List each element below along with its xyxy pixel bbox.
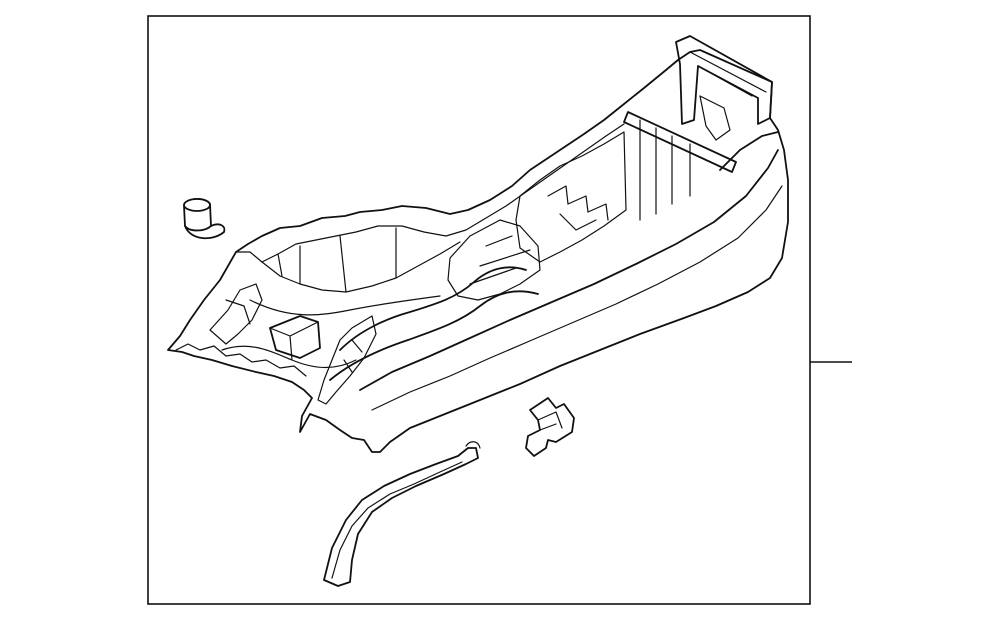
side-trim-strip-part — [323, 441, 481, 587]
console-assembly-part — [167, 35, 789, 453]
cupholder-crossbar — [623, 111, 737, 173]
console-s-rail-lower — [329, 290, 539, 381]
front-lower-sweep — [221, 345, 357, 369]
console-outline — [167, 49, 789, 453]
front-mid-sweep — [249, 295, 441, 316]
front-lower-block-edges — [269, 321, 319, 361]
front-inner-ribs — [277, 227, 397, 293]
front-left-bracket-edge — [225, 299, 251, 325]
trim-strip-groove — [331, 461, 463, 579]
trim-strip-body — [323, 447, 479, 587]
cupholder-ribs — [639, 119, 691, 221]
push-clip-cap — [183, 198, 211, 212]
console-top-rim — [235, 123, 625, 263]
rear-pocket — [699, 95, 731, 141]
push-clip-part — [183, 198, 226, 240]
armrest-frame-inner — [689, 51, 767, 97]
console-bottom-jagged — [175, 343, 307, 377]
front-lower-block — [269, 315, 321, 359]
diagram-frame — [147, 15, 811, 605]
console-side-upper-edge — [359, 149, 779, 391]
shifter-opening — [447, 219, 541, 301]
bracket-edges — [537, 411, 563, 431]
storage-cavity-steps — [547, 185, 609, 231]
bracket-part — [525, 397, 575, 457]
push-clip-base — [184, 223, 226, 240]
front-end-panel — [317, 315, 377, 405]
shifter-opening-details — [469, 235, 531, 285]
front-end-panel-detail — [343, 339, 363, 373]
armrest-frame — [675, 35, 773, 125]
console-s-rail-upper — [339, 266, 527, 351]
front-left-bracket — [209, 283, 263, 345]
bracket-body — [525, 397, 575, 457]
console-side-lower-edge — [371, 185, 783, 411]
trim-strip-end-hook — [465, 441, 481, 449]
front-inner-wall — [261, 241, 461, 293]
